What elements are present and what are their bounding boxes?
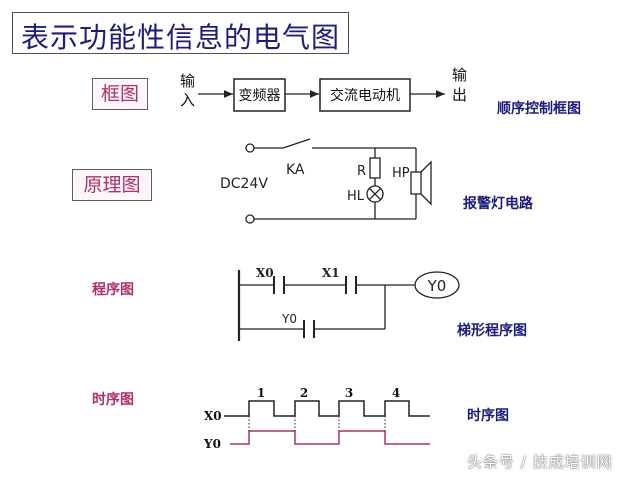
horn-bell: [420, 160, 432, 206]
horn-label: HP: [392, 166, 410, 181]
watermark: 头条号 / 技成培训网: [467, 453, 613, 471]
contact-x1-label: X1: [322, 266, 340, 280]
resistor-r: [369, 157, 381, 179]
block-inverter: [233, 78, 286, 112]
alarm-circuit: [245, 138, 432, 224]
pulse-2-label: 2: [300, 386, 308, 400]
contact-x0-label: X0: [256, 266, 274, 280]
block-diagram-label: 框图: [92, 78, 148, 110]
coil-y0-label: Y0: [427, 277, 447, 295]
contact-y0-label: Y0: [281, 312, 297, 326]
block-motor: [319, 78, 411, 112]
y0-trace: [230, 430, 430, 445]
switch-label: KA: [286, 162, 305, 178]
lamp-cross: [368, 187, 382, 201]
pulse-1-label: 1: [257, 386, 265, 400]
schematic-label: 原理图: [72, 169, 152, 201]
block-inverter-label: 变频器: [239, 88, 281, 104]
y0-signal-label: Y0: [203, 437, 221, 451]
input-char-1: 输: [180, 72, 195, 90]
page-title: 表示功能性信息的电气图: [21, 21, 341, 54]
input-char-2: 入: [180, 91, 195, 109]
terminal-bottom: [245, 214, 255, 224]
ladder-diagram: [237, 270, 460, 341]
block-caption: 顺序控制框图: [497, 101, 581, 117]
resistor-label: R: [357, 164, 366, 179]
title-box: 表示功能性信息的电气图: [12, 12, 349, 54]
x0-signal-label: X0: [204, 409, 222, 423]
block-motor-label: 交流电动机: [330, 87, 400, 104]
pulse-4-label: 4: [392, 386, 400, 400]
pulse-3-label: 3: [345, 386, 353, 400]
schematic-caption: 报警灯电路: [463, 196, 533, 212]
ladder-label: 程序图: [92, 282, 134, 298]
x0-trace: [224, 400, 430, 417]
block-diagram: 输 入 变频器 交流电动机 输 出: [180, 66, 467, 112]
source-label: DC24V: [220, 176, 268, 192]
ladder-caption: 梯形程序图: [457, 323, 527, 339]
terminal-top: [245, 143, 255, 153]
timing-label: 时序图: [92, 392, 134, 408]
horn-hp: [410, 171, 422, 195]
timing-caption: 时序图: [467, 408, 509, 424]
output-char-2: 出: [452, 86, 467, 104]
lamp-label: HL: [347, 189, 365, 204]
switch-ka: [282, 138, 311, 149]
output-char-1: 输: [452, 66, 467, 84]
coil-y0: [414, 271, 460, 299]
timing-diagram: [224, 400, 430, 445]
